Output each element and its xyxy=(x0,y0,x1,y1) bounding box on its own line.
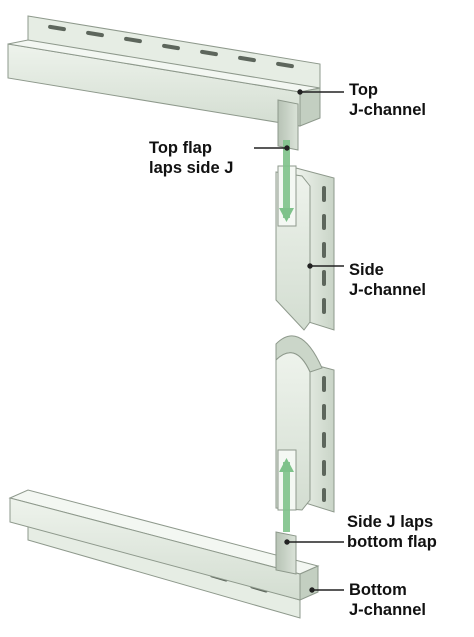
label-side-j-laps-line1: Side J laps xyxy=(347,513,434,531)
arrow-up-icon xyxy=(279,458,294,532)
leader-top-dot xyxy=(297,89,303,95)
label-top-jchannel-line2: J-channel xyxy=(349,101,427,119)
label-side-jchannel-line1: Side xyxy=(349,261,384,279)
label-top-flap-line2: laps side J xyxy=(149,159,234,177)
label-bottom-jchannel-line1: Bottom xyxy=(349,581,407,599)
label-side-jchannel: Side J-channel xyxy=(349,260,426,300)
label-top-jchannel: Top J-channel xyxy=(349,80,426,120)
side-upper-nail-slots xyxy=(322,186,326,314)
leader-sidelaps-dot xyxy=(284,539,290,545)
top-nail-slots xyxy=(48,24,294,69)
label-side-jchannel-line2: J-channel xyxy=(349,281,427,299)
leader-topflap-dot xyxy=(284,145,290,151)
label-side-j-laps: Side J laps bottom flap xyxy=(347,512,437,552)
top-flap xyxy=(277,99,299,151)
label-top-jchannel-line1: Top xyxy=(349,81,379,99)
label-side-j-laps-line2: bottom flap xyxy=(347,533,437,551)
label-top-flap: Top flap laps side J xyxy=(149,138,233,178)
leader-lines xyxy=(254,89,344,593)
label-bottom-jchannel-line2: J-channel xyxy=(349,601,427,619)
arrow-down-icon xyxy=(279,140,294,222)
label-bottom-jchannel: Bottom J-channel xyxy=(349,580,426,620)
leader-bottom-dot xyxy=(309,587,315,593)
leader-side-dot xyxy=(307,263,313,269)
label-top-flap-line1: Top flap xyxy=(149,139,212,157)
top-jchannel xyxy=(7,15,321,151)
bottom-flap xyxy=(275,531,297,575)
bottom-jchannel xyxy=(8,489,320,619)
side-lower-nail-slots xyxy=(322,376,326,502)
